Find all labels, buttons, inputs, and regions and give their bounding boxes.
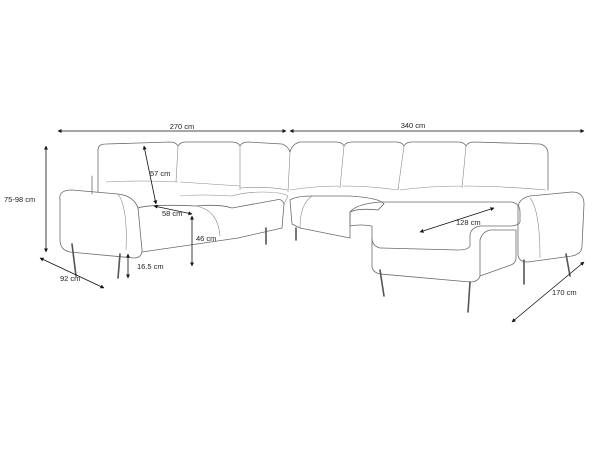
sofa-drawing — [59, 141, 585, 313]
chaise-base — [371, 237, 481, 283]
dimension-labels: 270 cm 340 cm 75-98 cm 92 cm 57 cm 58 cm… — [4, 121, 577, 297]
leg — [565, 253, 571, 277]
label-depth-arm: 92 cm — [60, 274, 80, 283]
label-height: 75-98 cm — [4, 195, 35, 204]
corner-seat — [289, 195, 385, 239]
label-seat-height: 46 cm — [196, 234, 216, 243]
dim-line-back-height — [142, 145, 158, 205]
label-chaise-width: 128 cm — [456, 218, 481, 227]
label-chaise-depth: 170 cm — [552, 288, 577, 297]
chaise-seat — [349, 201, 521, 251]
back-cushions — [97, 141, 549, 191]
leg — [117, 253, 121, 279]
dim-line-seat-depth — [153, 204, 193, 216]
leg — [467, 281, 471, 313]
back-cushion-seams — [105, 145, 547, 193]
label-leg-height: 16.5 cm — [137, 262, 164, 271]
dim-line-depth-arm — [39, 257, 105, 289]
label-seat-depth: 58 cm — [162, 209, 182, 218]
dim-line-chaise-depth — [511, 261, 585, 323]
label-width-right: 340 cm — [401, 121, 426, 130]
label-width-left: 270 cm — [170, 122, 195, 131]
right-armrest — [517, 191, 585, 263]
dimension-lines — [39, 129, 585, 323]
leg — [379, 269, 385, 297]
leg — [71, 243, 77, 277]
dim-line-chaise-width — [419, 207, 495, 233]
left-armrest — [59, 189, 143, 259]
label-back-height: 57 cm — [150, 169, 170, 178]
